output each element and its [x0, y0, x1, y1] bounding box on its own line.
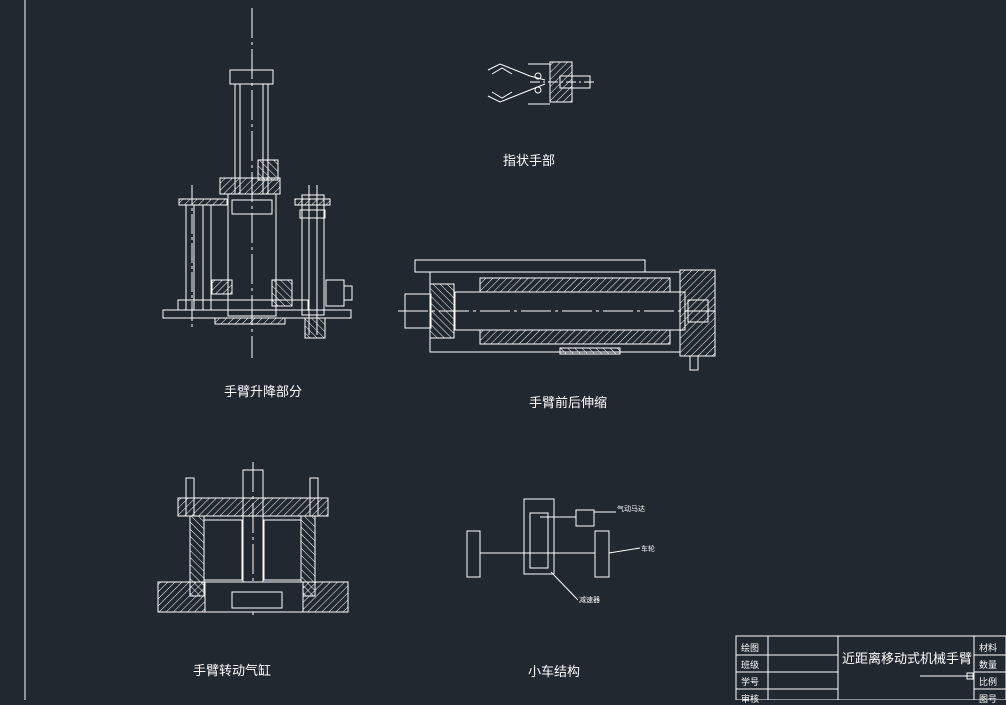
title-block-row-review: 审核	[741, 695, 760, 705]
title-block-row-class: 班级	[741, 661, 760, 671]
title-block-row-drawn: 绘图	[741, 644, 760, 654]
title-block-row-scale: 比例	[979, 678, 998, 688]
title-block-row-drawing-no: 图号	[979, 695, 998, 705]
title-block-row-material: 材料	[979, 644, 998, 654]
arm-lift-drawing	[162, 8, 353, 358]
finger-hand-drawing	[487, 61, 595, 105]
finger-hand-label: 指状手部	[503, 154, 556, 169]
title-block-row-student-id: 学号	[741, 678, 760, 688]
reducer-callout: 减速器	[579, 596, 600, 604]
title-block-row-quantity: 数量	[979, 661, 998, 671]
arm-lift-label: 手臂升降部分	[224, 385, 303, 400]
wheel-callout: 车轮	[641, 545, 655, 553]
title-block-frame	[735, 635, 1006, 700]
cart-structure-drawing	[466, 498, 641, 601]
rotary-cylinder-label: 手臂转动气缸	[193, 664, 272, 679]
telescopic-arm-label: 手臂前后伸缩	[529, 396, 608, 411]
motor-callout: 气动马达	[617, 505, 645, 513]
cart-structure-label: 小车结构	[528, 665, 581, 680]
rotary-cylinder-drawing	[157, 462, 349, 618]
title-block-title: 近距离移动式机械手臂	[842, 652, 973, 667]
telescopic-arm-drawing	[398, 259, 716, 371]
